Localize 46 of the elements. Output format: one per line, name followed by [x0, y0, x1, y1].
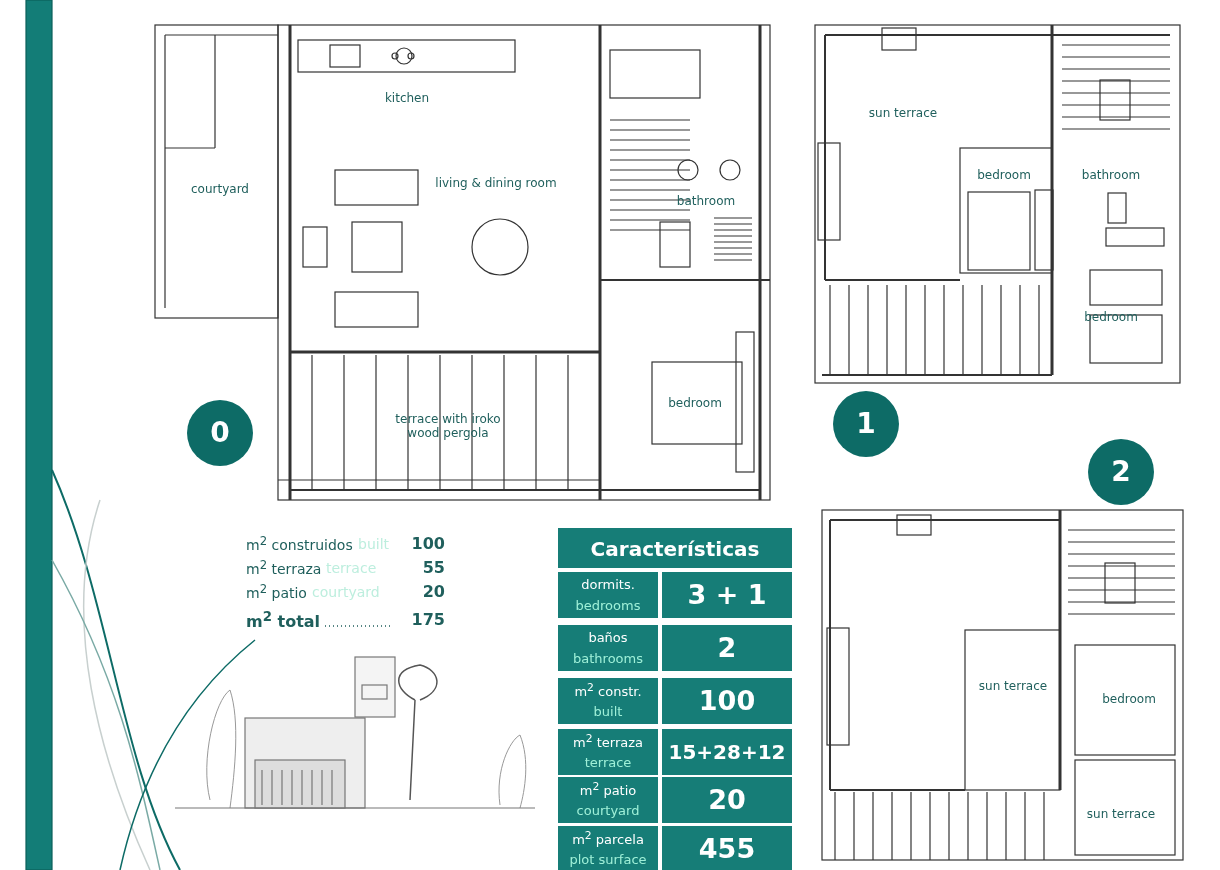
room-label: terrace with iroko wood pergola — [394, 413, 502, 441]
room-label: bedroom — [977, 169, 1031, 183]
area-label: m$^{2}$ patio — [246, 582, 307, 602]
spec-label-english: plot surface — [569, 852, 647, 868]
room-label: sun terrace — [868, 107, 938, 121]
room-label: kitchen — [384, 92, 430, 106]
spec-label-english: bedrooms — [575, 598, 641, 614]
room-label: bedroom — [1102, 693, 1156, 707]
area-label-english: terrace — [326, 559, 377, 577]
spec-label: m$^{2}$ terraza — [573, 732, 643, 752]
room-label: courtyard — [191, 183, 249, 197]
spec-label: m$^{2}$ parcela — [572, 829, 644, 849]
room-label: bathroom — [676, 195, 736, 209]
spec-label-english: terrace — [584, 755, 632, 771]
spec-label-english: built — [593, 704, 623, 720]
room-label: bathroom — [1081, 169, 1141, 183]
spec-value: 2 — [717, 632, 737, 664]
area-label: m$^{2}$ terraza — [246, 558, 322, 578]
area-value: 100 — [411, 534, 445, 554]
area-label-english: courtyard — [312, 583, 380, 601]
room-label: sun terrace — [978, 680, 1048, 694]
area-label: m$^{2}$ total — [246, 608, 321, 632]
spec-value: 455 — [698, 833, 756, 865]
room-label: bedroom — [668, 397, 722, 411]
spec-value: 100 — [698, 685, 756, 717]
spec-label: baños — [588, 630, 628, 646]
area-label: m$^{2}$ construidos — [246, 534, 353, 554]
table-header: Características — [590, 537, 760, 561]
room-label: living & dining room — [435, 177, 557, 191]
level-number: 0 — [187, 400, 253, 466]
spec-label-english: courtyard — [576, 803, 640, 819]
spec-value: 15+28+12 — [668, 740, 786, 764]
area-value: 55 — [422, 558, 445, 578]
level-number: 1 — [833, 391, 899, 457]
room-label: bedroom — [1084, 311, 1138, 325]
area-label-english: built — [358, 535, 390, 553]
area-value: 20 — [422, 582, 445, 602]
spec-label: m$^{2}$ constr. — [574, 681, 642, 701]
spec-value: 20 — [708, 784, 746, 816]
spec-label: dormits. — [581, 577, 635, 593]
spec-label: m$^{2}$ patio — [579, 780, 637, 800]
area-value: 175 — [411, 610, 445, 630]
spec-value: 3 + 1 — [687, 579, 767, 611]
room-label: sun terrace — [1086, 808, 1156, 822]
spec-label-english: bathrooms — [573, 651, 643, 667]
level-number: 2 — [1088, 439, 1154, 505]
